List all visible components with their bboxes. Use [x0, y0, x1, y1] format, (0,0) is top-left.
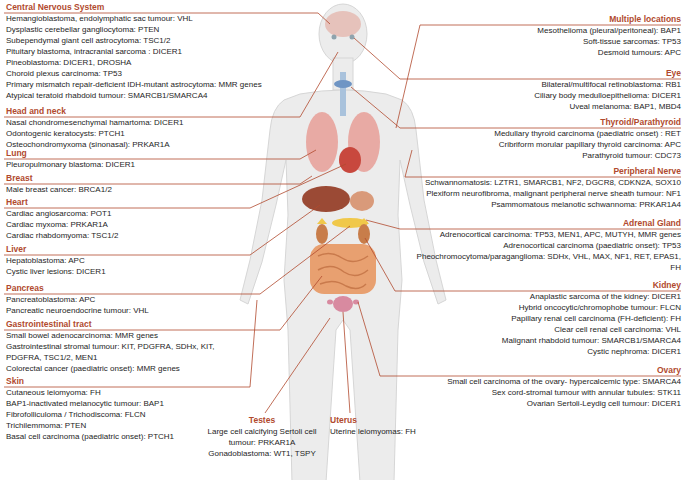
tumour-gene-item: Clear cell renal cell carcinoma: VHL: [381, 324, 681, 335]
tumour-gene-item: Colorectal cancer (paediatric onset): MM…: [6, 363, 241, 374]
section-heading: Gastrointestinal tract: [6, 319, 241, 330]
label-group: Thyroid/ParathyroidMedullary thyroid car…: [381, 117, 681, 161]
section-heading: Breast: [6, 173, 306, 184]
tumour-gene-item: Atypical teratoid rhabdoid tumour: SMARC…: [6, 90, 336, 101]
section-heading: Testes: [200, 415, 325, 426]
tumour-gene-item: Male breast cancer: BRCA1/2: [6, 184, 306, 195]
tumour-gene-item: Nasal chondromesenchymal hamartoma: DICE…: [6, 117, 306, 128]
tumour-gene-item: Pineoblastoma: DICER1, DROSHA: [6, 57, 336, 68]
tumour-gene-item: Primary mismatch repair-deficient IDH-mu…: [6, 79, 336, 90]
label-group: LungPleuropulmonary blastoma: DICER1: [6, 148, 306, 170]
label-group: BreastMale breast cancer: BRCA1/2: [6, 173, 306, 195]
tumour-gene-item: Uveal melanoma: BAP1, MBD4: [381, 101, 681, 112]
tumour-gene-item: Hepatoblastoma: APC: [6, 255, 306, 266]
label-group: OvarySmall cell carcinoma of the ovary- …: [381, 365, 681, 409]
tumour-gene-item: Large cell calcifying Sertoli cell tumou…: [200, 426, 325, 448]
tumour-gene-item: Cardiac myxoma: PRKAR1A: [6, 219, 306, 230]
section-heading: Pancreas: [6, 283, 306, 294]
label-group: KidneyAnaplastic sarcoma of the kidney: …: [381, 280, 681, 357]
label-group: LiverHepatoblastoma: APCCystic liver les…: [6, 244, 306, 277]
section-heading: Central Nervous System: [6, 2, 336, 13]
section-heading: Eye: [381, 68, 681, 79]
label-group: Gastrointestinal tractSmall bowel adenoc…: [6, 319, 241, 374]
label-group: TestesLarge cell calcifying Sertoli cell…: [200, 415, 325, 459]
tumour-gene-item: Cardiac angiosarcoma: POT1: [6, 208, 306, 219]
tumour-gene-item: Ciliary body medulloepithelioma: DICER1: [381, 90, 681, 101]
tumour-gene-item: Medullary thyroid carcinoma (paediatric …: [381, 128, 681, 139]
tumour-gene-item: Small bowel adenocarcinoma: MMR genes: [6, 330, 241, 341]
section-heading: Liver: [6, 244, 306, 255]
tumour-gene-item: Uterine leiomyomas: FH: [330, 426, 440, 437]
tumour-gene-item: Adrenocortical carcinoma: TP53, MEN1, AP…: [406, 229, 681, 240]
label-group: Peripheral NerveSchwannomatosis: LZTR1, …: [371, 166, 681, 210]
tumour-gene-item: Osteochondromyxoma (sinonasal): PRKAR1A: [6, 139, 306, 150]
tumour-gene-item: Cardiac rhabdomyoma: TSC1/2: [6, 230, 306, 241]
label-group: UterusUterine leiomyomas: FH: [330, 415, 440, 437]
tumour-gene-item: Hybrid oncocytic/chromophobe tumour: FLC…: [381, 302, 681, 313]
body-silhouette: [240, 4, 446, 480]
section-heading: Thyroid/Parathyroid: [381, 117, 681, 128]
label-group: Head and neckNasal chondromesenchymal ha…: [6, 106, 306, 150]
tumour-gene-item: Ovarian Sertoli-Leydig cell tumour: DICE…: [381, 398, 681, 409]
tumour-gene-item: Gonadoblastoma: WT1, TSPY: [200, 448, 325, 459]
tumour-gene-item: Cribriform morular papillary thyroid car…: [381, 139, 681, 150]
tumour-gene-item: Parathyroid tumour: CDC73: [381, 150, 681, 161]
section-heading: Heart: [6, 197, 306, 208]
label-group: HeartCardiac angiosarcoma: POT1Cardiac m…: [6, 197, 306, 241]
section-heading: Skin: [6, 376, 306, 387]
tumour-gene-item: Small cell carcinoma of the ovary- hyper…: [381, 376, 681, 387]
tumour-gene-item: Odontogenic keratocysts: PTCH1: [6, 128, 306, 139]
tumour-gene-item: Cutaneous leiomyoma: FH: [6, 387, 306, 398]
label-group: EyeBilateral/multifocal retinoblastoma: …: [381, 68, 681, 112]
tumour-gene-item: BAP1-inactivated melanocytic tumour: BAP…: [6, 398, 306, 409]
tumour-gene-item: Pleuropulmonary blastoma: DICER1: [6, 159, 306, 170]
tumour-gene-item: Bilateral/multifocal retinoblastoma: RB1: [381, 79, 681, 90]
tumour-gene-item: Choroid plexus carcinoma: TP53: [6, 68, 336, 79]
label-group: Adrenal GlandAdrenocortical carcinoma: T…: [406, 218, 681, 273]
tumour-gene-item: Desmoid tumours: APC: [381, 47, 681, 58]
section-heading: Adrenal Gland: [406, 218, 681, 229]
tumour-gene-item: Cystic nephroma: DICER1: [381, 346, 681, 357]
tumour-gene-item: Anaplastic sarcoma of the kidney: DICER1: [381, 291, 681, 302]
label-group: PancreasPancreatoblastoma: APCPancreatic…: [6, 283, 306, 316]
tumour-gene-item: Subependymal giant cell astrocytoma: TSC…: [6, 35, 336, 46]
tumour-gene-item: Pituitary blastoma, intracranial sarcoma…: [6, 46, 336, 57]
leader-lines: [4, 13, 681, 413]
tumour-gene-item: Gastrointestinal stromal tumour: KIT, PD…: [6, 341, 241, 363]
tumour-gene-item: Plexiform neurofibroma, malignant periph…: [371, 188, 681, 199]
label-group: Central Nervous SystemHemangioblastoma, …: [6, 2, 336, 101]
tumour-gene-item: Dysplastic cerebellar gangliocytoma: PTE…: [6, 24, 336, 35]
organs: [302, 11, 380, 312]
tumour-gene-item: Malignant rhabdoid tumour: SMARCB1/SMARC…: [381, 335, 681, 346]
tumour-gene-item: Mesothelioma (pleural/peritoneal): BAP1: [381, 25, 681, 36]
tumour-gene-item: Cystic liver lesions: DICER1: [6, 266, 306, 277]
tumour-gene-item: Sex cord-stromal tumour with annular tub…: [381, 387, 681, 398]
tumour-gene-item: Pheochromocytoma/paraganglioma: SDHx, VH…: [406, 251, 681, 273]
section-heading: Multiple locations: [381, 14, 681, 25]
section-heading: Kidney: [381, 280, 681, 291]
tumour-gene-item: Pancreatic neuroendocrine tumour: VHL: [6, 305, 306, 316]
tumour-gene-item: Adrenocortical carcinoma (paediatric ons…: [406, 240, 681, 251]
section-heading: Peripheral Nerve: [371, 166, 681, 177]
tumour-gene-item: Hemangioblastoma, endolymphatic sac tumo…: [6, 13, 336, 24]
label-group: Multiple locationsMesothelioma (pleural/…: [381, 14, 681, 58]
tumour-gene-item: Pancreatoblastoma: APC: [6, 294, 306, 305]
section-heading: Ovary: [381, 365, 681, 376]
tumour-gene-item: Soft-tissue sarcomas: TP53: [381, 36, 681, 47]
tumour-gene-item: Papillary renal cell carcinoma (FH-defic…: [381, 313, 681, 324]
tumour-gene-item: Psammomatous melanotic schwannoma: PRKAR…: [371, 199, 681, 210]
tumour-gene-item: Schwannomatosis: LZTR1, SMARCB1, NF2, DG…: [371, 177, 681, 188]
section-heading: Head and neck: [6, 106, 306, 117]
section-heading: Uterus: [330, 415, 440, 426]
section-heading: Lung: [6, 148, 306, 159]
